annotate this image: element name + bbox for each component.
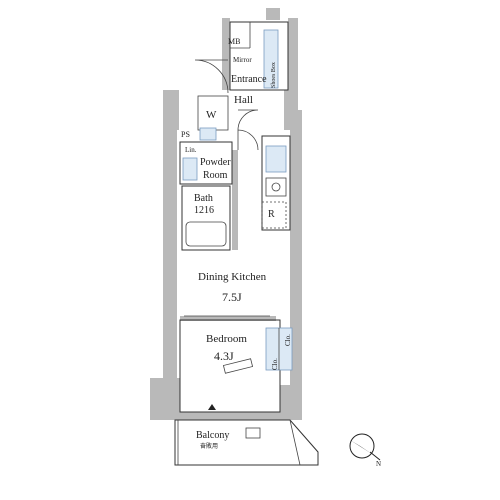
toilet: [182, 157, 198, 181]
label-balcony-sub: 奋敗用: [200, 442, 218, 450]
label-bedroom-size: 4.3J: [214, 349, 234, 363]
powder-room-outline: [179, 141, 233, 185]
shoes-box: [263, 29, 279, 89]
kitchen-sink: [265, 145, 287, 173]
wall-bath-partition: [232, 150, 238, 250]
wall-balcony-top: [178, 412, 290, 420]
wall-left: [163, 130, 177, 410]
label-dining-kitchen-size: 7.5J: [222, 290, 242, 304]
wall-right-bottom: [280, 385, 302, 420]
balcony-storage: [245, 427, 261, 439]
wall-left-top: [163, 90, 179, 130]
kitchen-counter: [261, 135, 291, 231]
label-closet-2: Clo.: [284, 334, 292, 346]
wall-right: [290, 110, 302, 410]
label-refrigerator: R: [268, 209, 275, 220]
wall-entrance-right: [288, 18, 298, 90]
room-labels: MB Mirror Entrance Shoes Box Hall W PS L…: [181, 37, 292, 450]
wall-left-bottom: [150, 378, 180, 420]
label-mb: MB: [228, 37, 240, 46]
label-powder-2: Room: [203, 170, 228, 181]
label-dining-kitchen: Dining Kitchen: [198, 271, 267, 283]
walls: [150, 8, 302, 420]
wall-bedroom-top: [180, 316, 276, 321]
entrance-door: [194, 59, 229, 94]
refrigerator-space: [261, 201, 287, 229]
washbasin: [199, 127, 217, 141]
kitchen-stove: [265, 177, 287, 197]
label-hall: Hall: [234, 94, 253, 106]
label-powder-1: Powder: [200, 157, 231, 168]
label-bath-size: 1216: [194, 205, 214, 216]
room-outlines: [174, 21, 319, 466]
label-linen: Lin.: [185, 146, 197, 154]
wall-entrance-top: [266, 8, 280, 20]
label-washer: W: [206, 109, 217, 121]
powder-door: [237, 129, 259, 151]
label-balcony: Balcony: [196, 430, 229, 441]
hall-door: [237, 109, 259, 131]
label-ps: PS: [181, 130, 190, 139]
svg-text:N: N: [376, 460, 381, 468]
aircon: [222, 358, 254, 374]
label-bedroom: Bedroom: [206, 333, 247, 345]
balcony-outline: [174, 419, 319, 466]
north-arrow-icon: N: [349, 433, 381, 468]
bathtub: [185, 221, 227, 247]
label-mirror: Mirror: [233, 56, 252, 64]
label-shoes-box: Shoes Box: [271, 62, 277, 88]
window-marker: [208, 404, 216, 410]
label-entrance: Entrance: [231, 74, 267, 85]
label-bath: Bath: [194, 193, 213, 204]
wall-entrance-left: [222, 18, 230, 90]
bath-outline: [181, 185, 231, 251]
label-closet-1: Clo.: [271, 358, 279, 370]
